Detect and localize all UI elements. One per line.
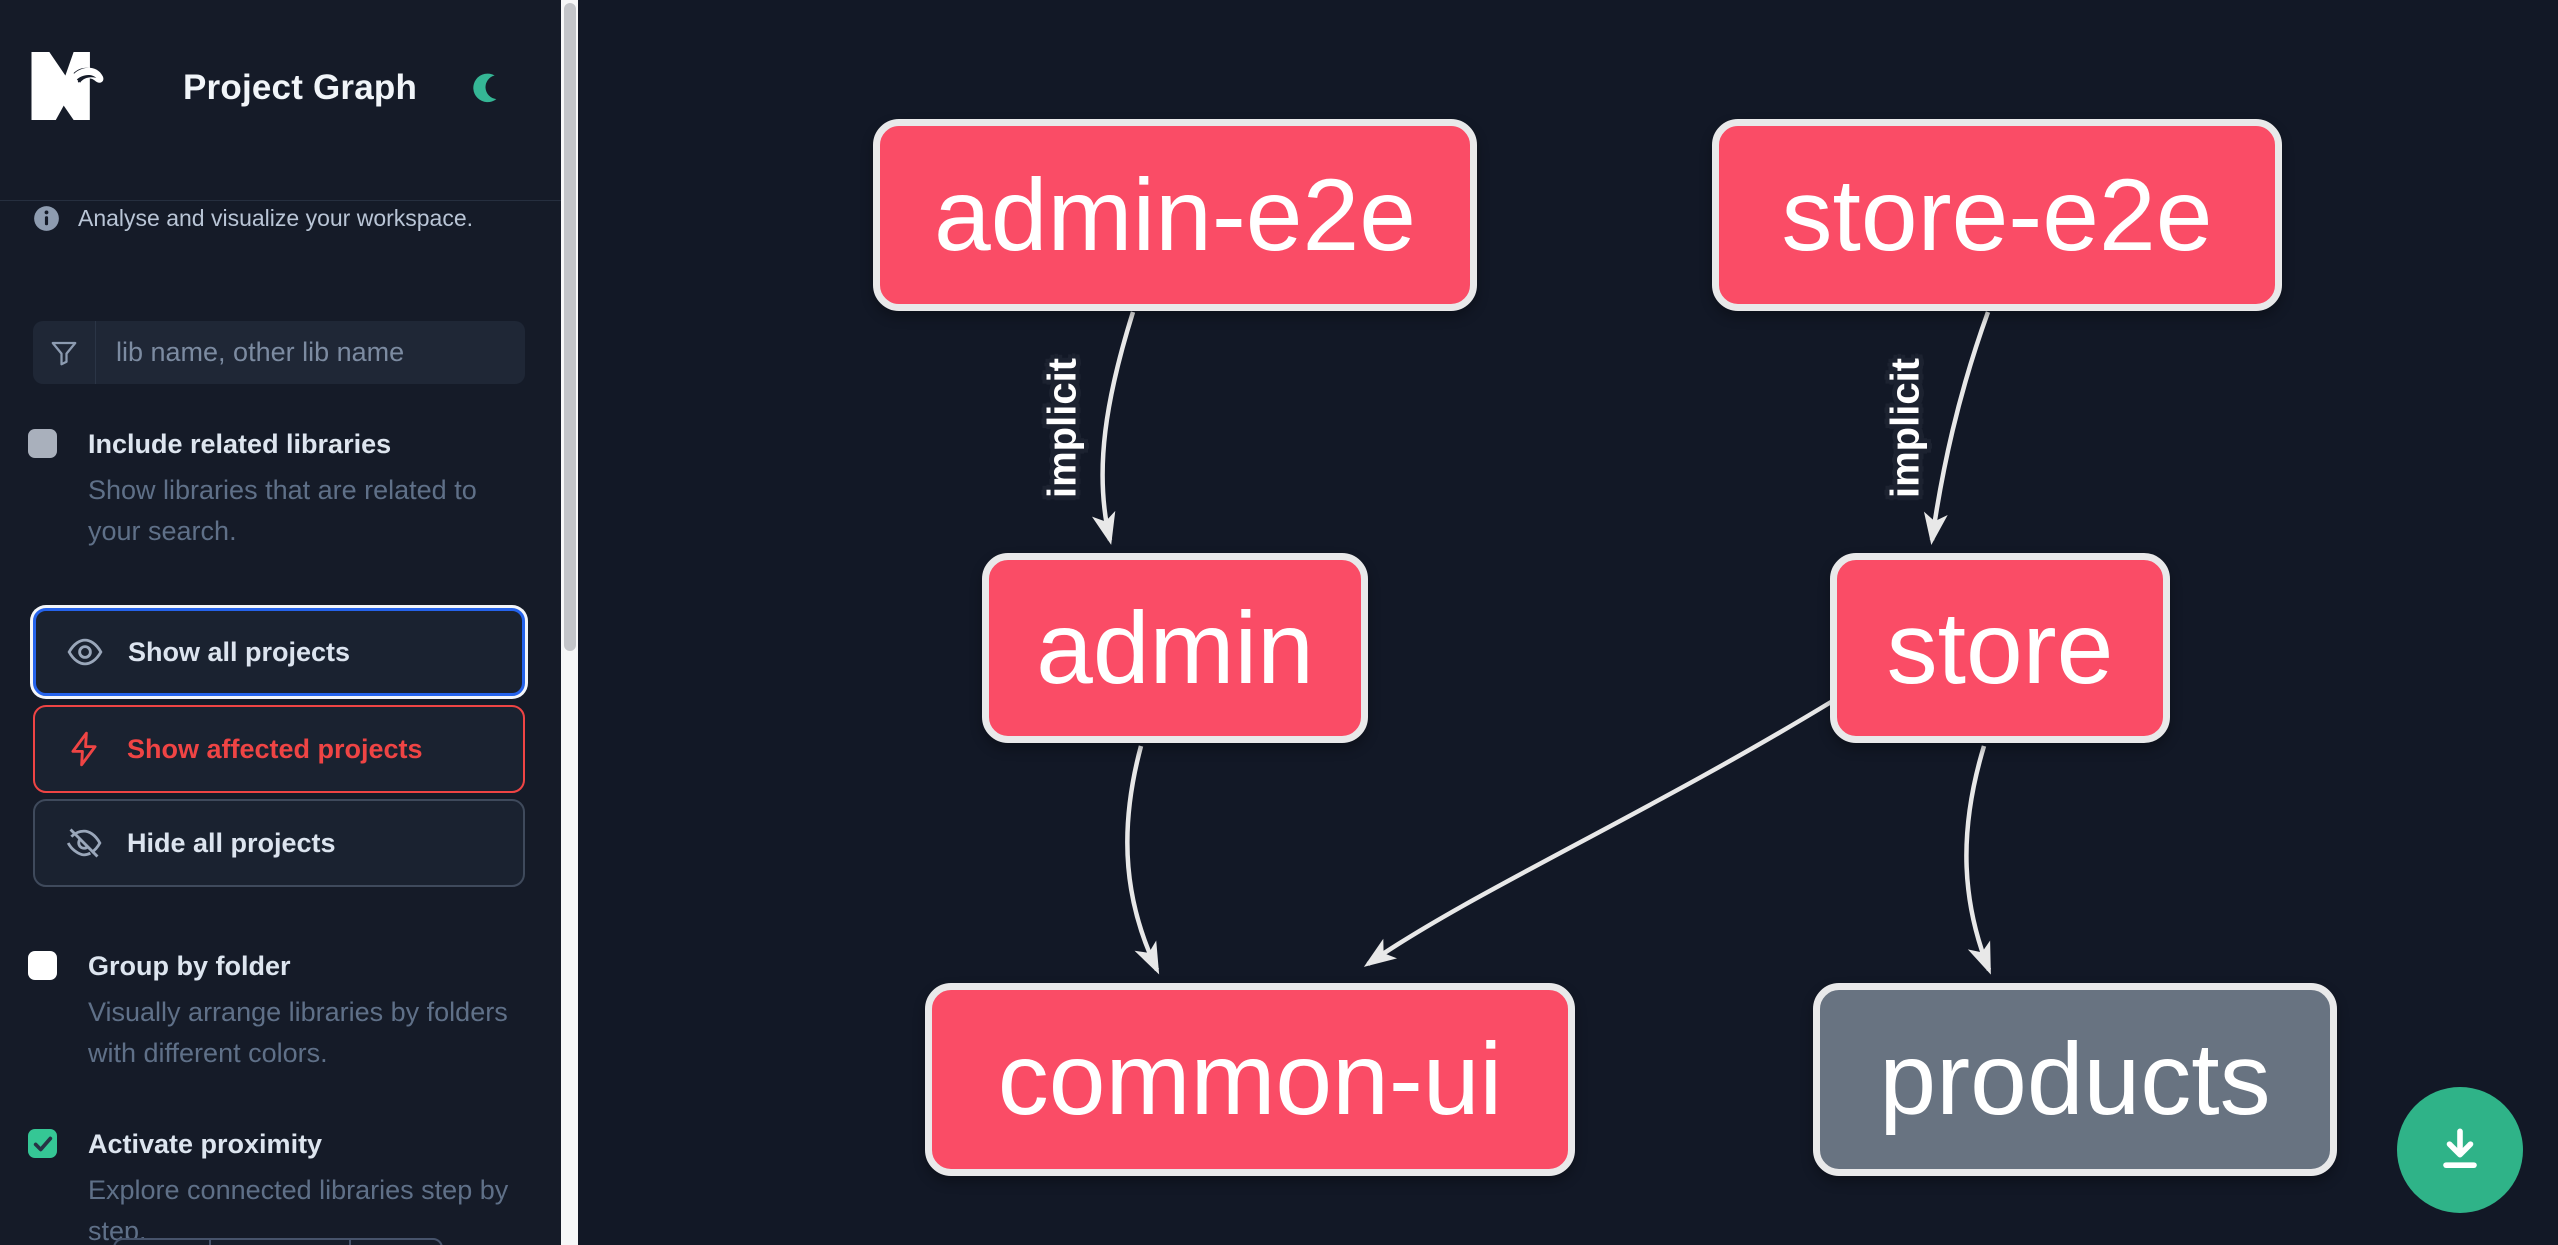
- stepper-value: [211, 1240, 351, 1245]
- node-store[interactable]: store: [1830, 553, 2170, 743]
- eye-icon: [67, 638, 103, 666]
- node-store-e2e[interactable]: store-e2e: [1712, 119, 2282, 311]
- eye-off-icon: [66, 828, 102, 858]
- download-graph-button[interactable]: [2397, 1087, 2523, 1213]
- proximity-stepper[interactable]: [113, 1238, 443, 1245]
- sidebar-scrollbar-thumb[interactable]: [563, 3, 576, 651]
- stepper-increment[interactable]: [351, 1240, 441, 1245]
- nx-logo: [31, 52, 104, 120]
- sidebar-header: Project Graph: [0, 0, 561, 201]
- show-all-projects-button[interactable]: Show all projects: [33, 608, 525, 696]
- node-label: store: [1886, 590, 2114, 705]
- button-label: Show affected projects: [127, 733, 423, 764]
- node-label: common-ui: [997, 1022, 1503, 1136]
- node-label: admin: [1036, 590, 1314, 705]
- checkbox-label: Activate proximity: [88, 1129, 323, 1159]
- tagline: Analyse and visualize your workspace.: [78, 205, 474, 231]
- search-input[interactable]: [96, 321, 525, 384]
- edge-label-implicit: implicit: [1883, 357, 1928, 499]
- page-title: Project Graph: [183, 68, 418, 107]
- activate-proximity-checkbox[interactable]: [28, 1129, 57, 1158]
- node-label: products: [1879, 1022, 2271, 1136]
- funnel-icon: [33, 321, 96, 384]
- moon-icon[interactable]: [471, 70, 507, 106]
- button-label: Hide all projects: [127, 827, 336, 858]
- download-icon: [2443, 1128, 2477, 1168]
- node-products[interactable]: products: [1813, 983, 2337, 1176]
- workspace-info: Analyse and visualize your workspace.: [33, 201, 543, 232]
- node-admin[interactable]: admin: [982, 553, 1368, 743]
- checkbox-label: Group by folder: [88, 951, 291, 981]
- group-by-folder-checkbox[interactable]: [28, 951, 57, 980]
- button-label: Show all projects: [128, 636, 351, 667]
- show-affected-projects-button[interactable]: Show affected projects: [33, 705, 525, 793]
- check-icon: [33, 1136, 52, 1151]
- sidebar: Project Graph Analyse and visualize your…: [0, 0, 561, 1245]
- node-label: admin-e2e: [934, 157, 1416, 272]
- sidebar-scrollbar-track[interactable]: [561, 0, 578, 1245]
- edge-label-implicit: implicit: [1040, 357, 1085, 499]
- hide-all-projects-button[interactable]: Hide all projects: [33, 799, 525, 887]
- checkbox-description: Show libraries that are related to your …: [88, 475, 477, 546]
- search-box: [33, 321, 525, 384]
- include-related-checkbox[interactable]: [28, 429, 57, 458]
- node-common-ui[interactable]: common-ui: [925, 983, 1575, 1176]
- info-icon: [34, 205, 59, 231]
- bolt-icon: [71, 731, 97, 767]
- checkbox-label: Include related libraries: [88, 429, 392, 459]
- checkbox-description: Visually arrange libraries by folders wi…: [88, 997, 508, 1068]
- stepper-decrement[interactable]: [115, 1240, 211, 1245]
- checkbox-description: Explore connected libraries step by step…: [88, 1175, 509, 1245]
- node-admin-e2e[interactable]: admin-e2e: [873, 119, 1477, 311]
- node-label: store-e2e: [1781, 157, 2213, 272]
